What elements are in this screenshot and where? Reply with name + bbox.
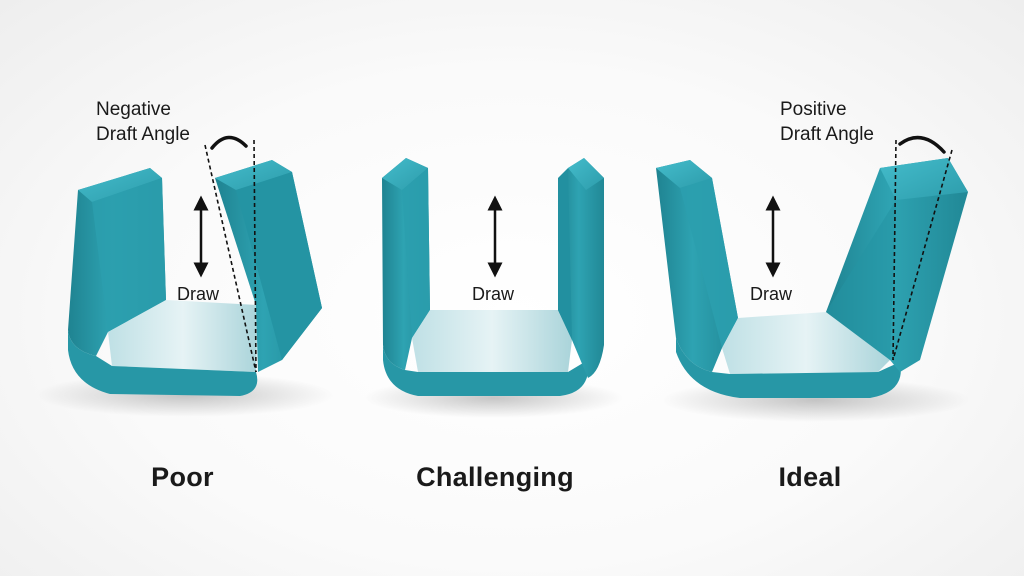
angle-label-line1: Positive [780,99,847,120]
angle-label-line2: Draft Angle [96,124,190,145]
panel-ideal: Draw Positive Draft Angle [656,99,970,422]
dashed-draft-line [204,144,257,373]
left-wall [382,158,430,370]
draw-label: Draw [750,284,793,304]
bottom-lip [68,330,258,396]
caption-poor: Poor [151,462,214,492]
draw-label: Draw [472,284,515,304]
panel-poor: Draw Negative Draft Angle [35,99,335,417]
angle-label-line2: Draft Angle [780,124,874,145]
floor [412,310,572,372]
dashed-reference-vertical [892,139,897,361]
bottom-lip [383,345,589,396]
draw-label: Draw [177,284,220,304]
floor [108,300,258,372]
caption-ideal: Ideal [778,462,842,492]
right-wall [215,160,322,372]
right-wall [826,158,968,372]
dashed-draft-line [892,149,953,361]
caption-challenging: Challenging [416,462,574,492]
left-wall [656,160,738,372]
left-wall [68,168,166,356]
right-wall [558,158,604,378]
floor [722,312,890,374]
bottom-lip [676,338,901,398]
angle-label-line1: Negative [96,99,171,120]
dashed-reference-vertical [253,139,257,373]
panel-challenging: Draw [363,158,623,418]
angle-arc [898,135,946,154]
angle-arc [210,135,248,150]
